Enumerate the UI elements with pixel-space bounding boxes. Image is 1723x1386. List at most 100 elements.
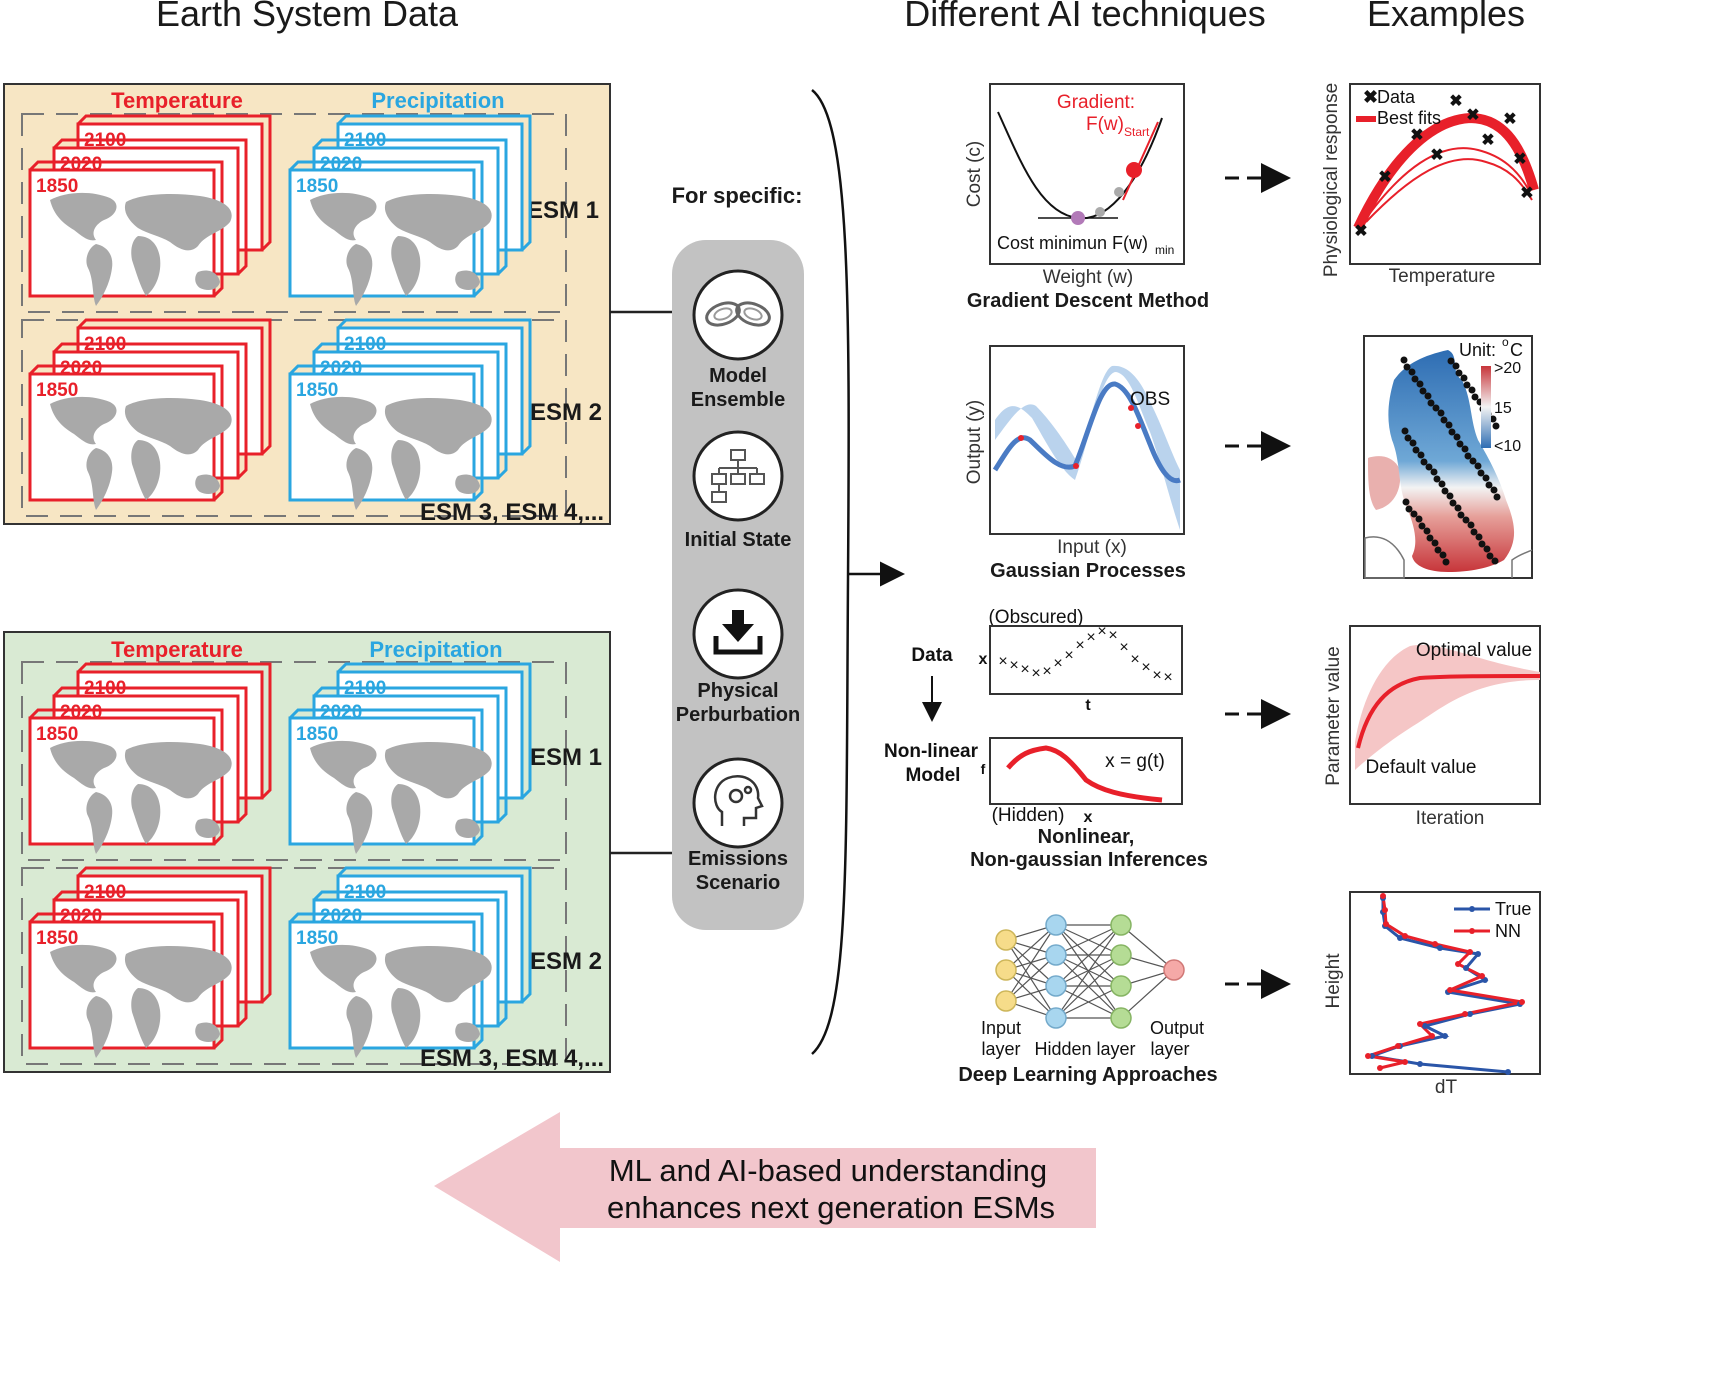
profile-nn-dot <box>1365 1053 1371 1059</box>
gradient-start-label: F(w) <box>1086 114 1124 135</box>
temperature-label-2: Temperature <box>111 637 243 662</box>
obscured-label: (Obscured) <box>988 607 1083 628</box>
esm2-label: ESM 2 <box>530 399 602 426</box>
uk-station-dot <box>1432 404 1440 412</box>
hidden-f-axis: f <box>981 761 986 777</box>
uk-station-dot <box>1442 558 1450 566</box>
obscured-data-markers: ×××××××××××××××× <box>998 623 1172 686</box>
physio-legend-fit: Best fits <box>1377 108 1441 128</box>
esm2-label-2: ESM 2 <box>530 948 602 975</box>
profile-nn-dot <box>1417 1021 1423 1027</box>
uk-station-dot <box>1467 521 1475 529</box>
map-frame-edge <box>288 708 484 846</box>
uk-station-dot <box>1452 362 1460 370</box>
map-frame-edge <box>76 866 272 1004</box>
profile-ylabel: Height <box>1323 953 1344 1009</box>
header-examples: Examples <box>1367 0 1525 34</box>
parameter-ylabel: Parameter value <box>1323 646 1344 785</box>
uk-station-dot <box>1408 368 1416 376</box>
esm1-label: ESM 1 <box>527 197 599 224</box>
physio-xlabel: Temperature <box>1389 266 1496 287</box>
gradient-descent-panel: Gradient: F(w) Start Cost minimun F(w) m… <box>964 83 1209 312</box>
uk-map-panel: Unit: o C >20 15 <10 <box>1363 335 1533 579</box>
year-label: 1850 <box>36 724 78 745</box>
physio-marker: ✖ <box>1354 223 1367 240</box>
physio-marker: ✖ <box>1466 107 1479 124</box>
physio-data-markers: ✖✖✖✖✖✖✖✖✖✖ <box>1354 93 1533 240</box>
uk-station-dot <box>1441 487 1449 495</box>
header-ai-techniques: Different AI techniques <box>904 0 1266 34</box>
map-frame-edge <box>28 364 224 502</box>
nn-node <box>1045 975 1067 997</box>
uk-station-dot <box>1415 515 1423 523</box>
map-frame-edge <box>76 318 272 456</box>
label-model: Model <box>709 365 767 387</box>
nn-node <box>1045 944 1067 966</box>
profile-nn-dot <box>1519 999 1525 1005</box>
uk-tick-mid: 15 <box>1494 400 1512 417</box>
uk-station-dot <box>1490 486 1498 494</box>
map-frame-edge <box>52 890 248 1028</box>
uk-unit-c: C <box>1510 340 1523 360</box>
year-label: 1850 <box>296 724 338 745</box>
gradient-label: Gradient: <box>1057 92 1135 113</box>
uk-station-dot <box>1486 552 1494 560</box>
uk-station-dot <box>1475 533 1483 541</box>
profile-legend-true: True <box>1495 899 1531 919</box>
uk-station-dot <box>1446 492 1454 500</box>
physio-example-panel: ✖✖✖✖✖✖✖✖✖✖ ✖ Data Best fits Physiologica… <box>1321 83 1541 287</box>
label-perburbation: Perburbation <box>676 704 800 726</box>
gradient-ylabel: Cost (c) <box>964 141 985 208</box>
uk-station-dot <box>1420 458 1428 466</box>
data-label: Data <box>911 645 953 666</box>
uk-station-dot <box>1439 551 1447 559</box>
physio-marker: ✖ <box>1520 185 1533 202</box>
precipitation-label: Precipitation <box>371 88 504 113</box>
uk-unit-label: Unit: <box>1459 340 1496 360</box>
uk-station-dot <box>1457 511 1465 519</box>
nn-edges <box>1005 924 1175 1019</box>
hidden-x-axis: x <box>1084 809 1093 826</box>
gradient-start-sub: Start <box>1124 125 1150 139</box>
map-frame-edge <box>312 342 508 480</box>
nn-edge <box>1005 924 1057 971</box>
uk-station-dot <box>1400 356 1408 364</box>
hidden-layer-label: Hidden layer <box>1034 1039 1135 1059</box>
flowchart-icon <box>711 449 765 503</box>
obscured-marker: × <box>1141 659 1150 676</box>
uk-station-dot <box>1433 475 1441 483</box>
profile-example-panel: True NN Height dT <box>1323 891 1541 1098</box>
map-frame-edge <box>76 114 272 252</box>
optimal-label: Optimal value <box>1416 640 1532 661</box>
profile-nn-dot <box>1479 973 1485 979</box>
uk-station-dot <box>1482 474 1490 482</box>
uk-station-dot <box>1416 380 1424 388</box>
map-frame-edge <box>312 138 508 276</box>
nonlinear-title1: Nonlinear, <box>1038 826 1135 848</box>
nn-edge <box>1055 985 1122 1019</box>
uk-station-dot <box>1409 439 1417 447</box>
uk-station-dot <box>1404 434 1412 442</box>
uk-station-dot <box>1440 416 1448 424</box>
nn-node <box>995 929 1017 951</box>
obscured-marker: × <box>1086 629 1095 646</box>
nn-edge <box>1005 939 1057 1019</box>
map-frame-edge <box>52 686 248 824</box>
label-emissions: Emissions <box>688 848 788 870</box>
uk-station-dot <box>1462 516 1470 524</box>
obscured-marker: × <box>998 653 1007 670</box>
uk-station-dot <box>1445 421 1453 429</box>
gaussian-title: Gaussian Processes <box>990 560 1186 582</box>
nn-edge <box>1005 954 1057 1002</box>
uk-station-dot <box>1434 546 1442 554</box>
uk-station-dot <box>1463 381 1471 389</box>
map-frame-edge <box>52 342 248 480</box>
profile-nn-dot <box>1377 1065 1383 1071</box>
uk-station-dot <box>1449 499 1457 507</box>
nn-node <box>995 990 1017 1012</box>
obscured-x-axis: x <box>979 651 988 668</box>
